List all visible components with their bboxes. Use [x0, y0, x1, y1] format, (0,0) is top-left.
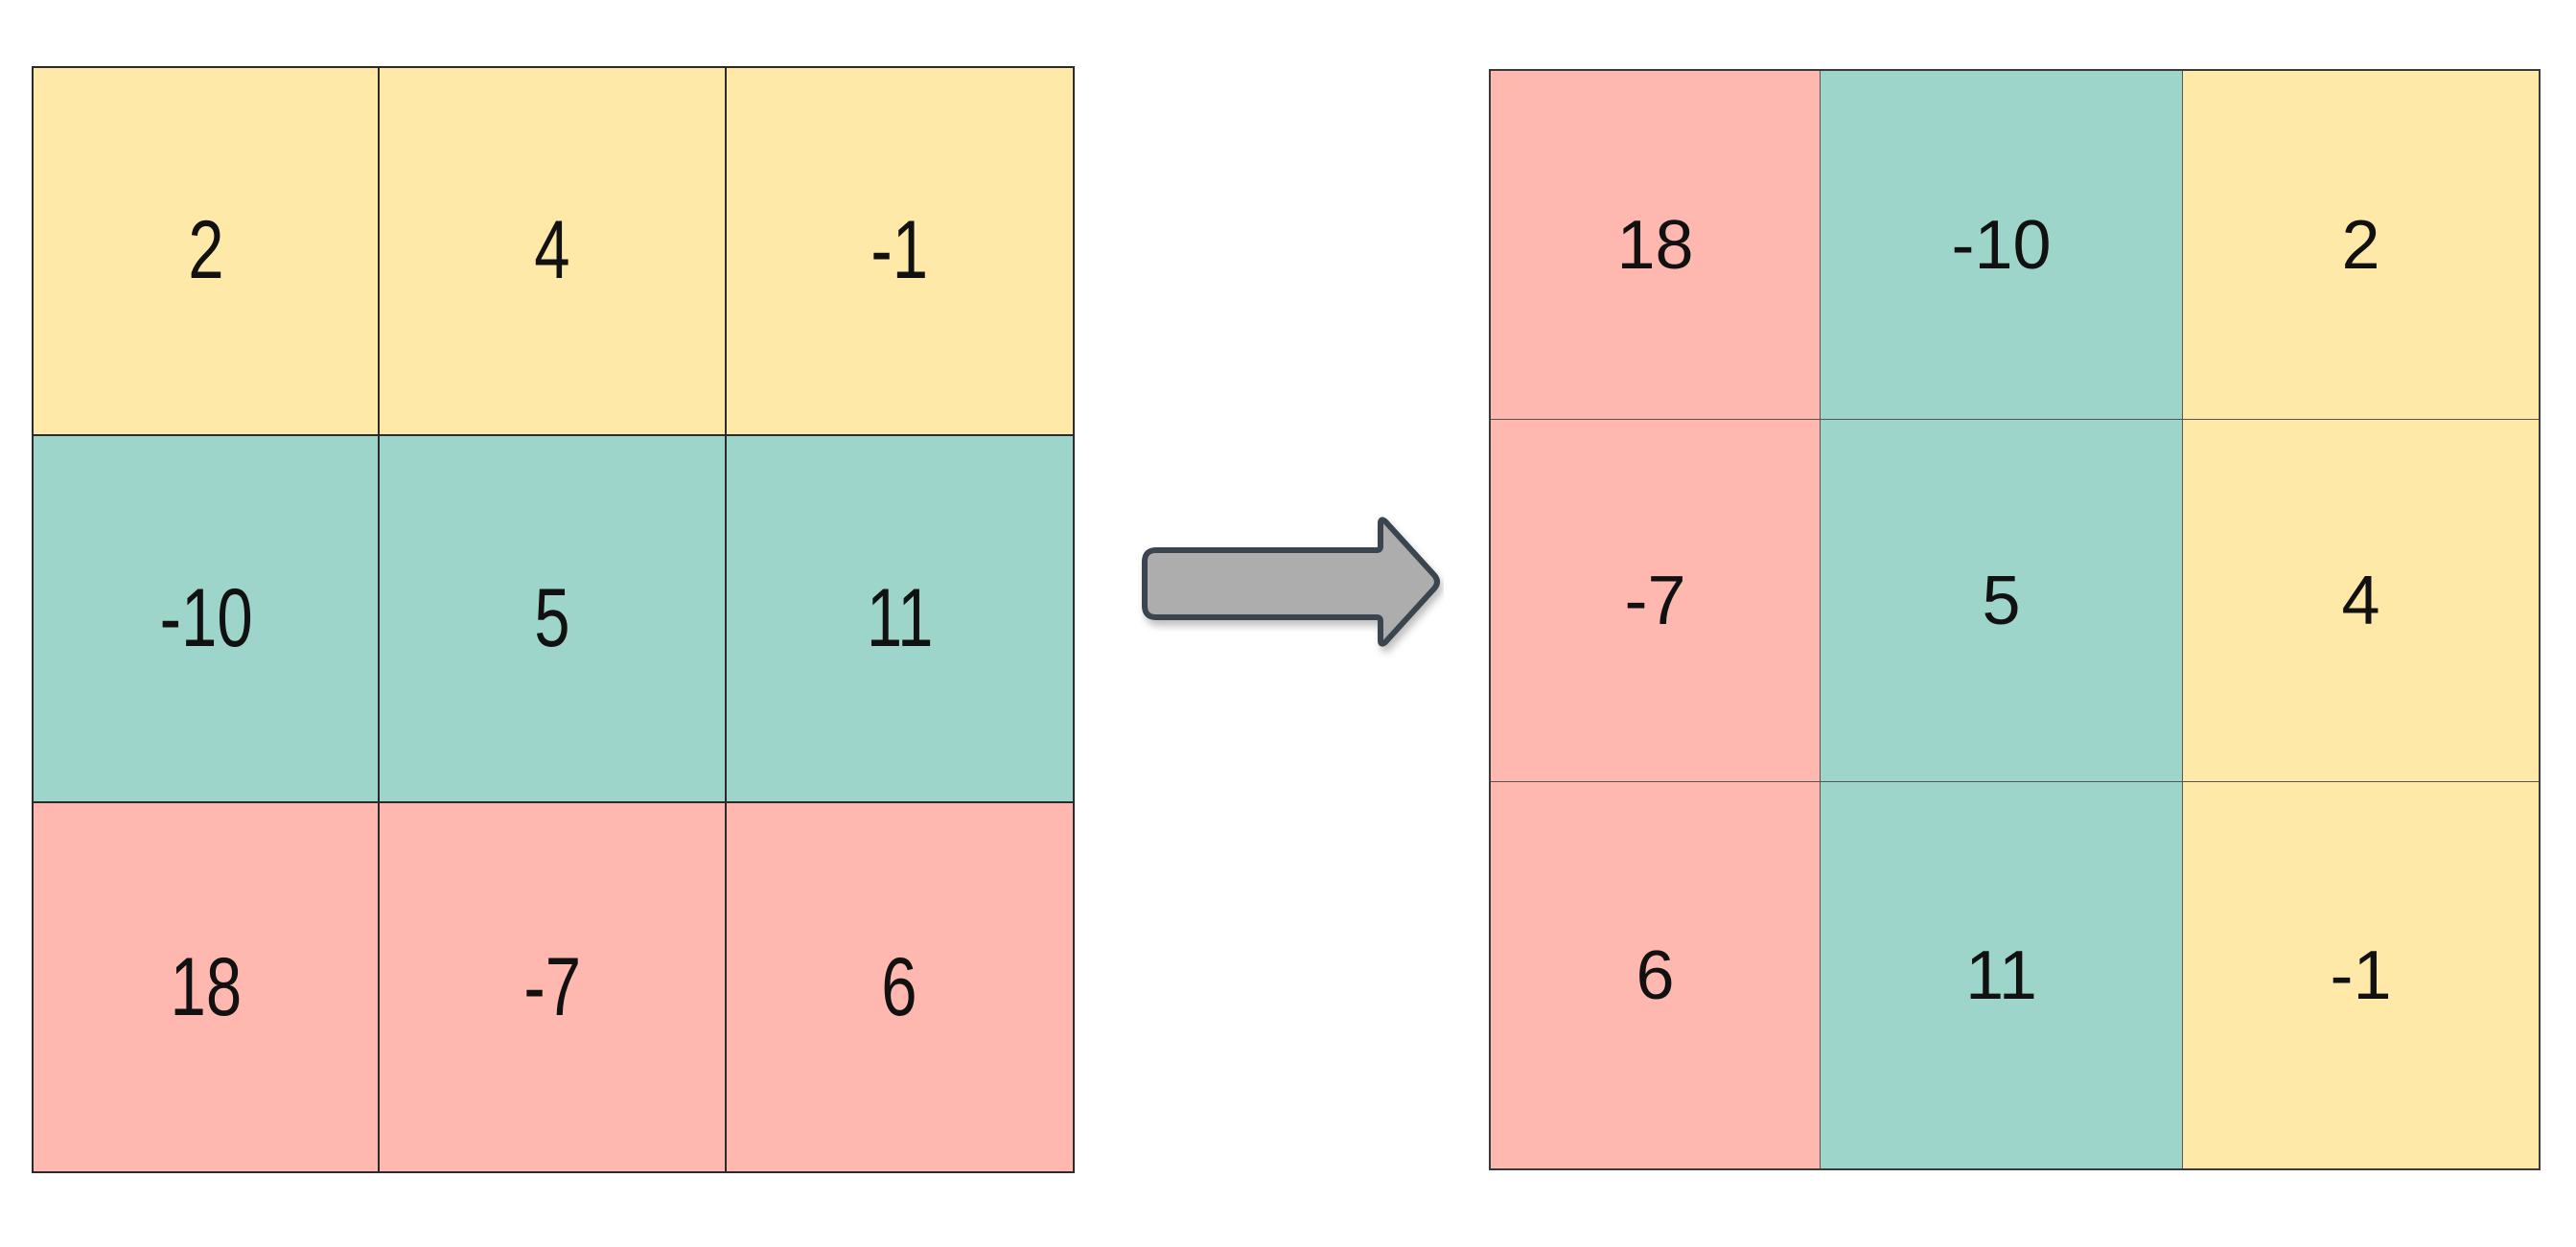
matrix-cell: 18 [1491, 71, 1821, 420]
matrix-cell: -1 [726, 68, 1073, 436]
cell-value: 2 [187, 204, 224, 297]
matrix-cell: 4 [380, 68, 727, 436]
cell-value: -1 [870, 204, 929, 297]
right-arrow-icon [1142, 517, 1440, 647]
cell-value: -1 [2330, 936, 2392, 1014]
cell-value: 5 [1982, 562, 2021, 639]
cell-value: 4 [2341, 562, 2380, 639]
matrix-cell: -7 [380, 803, 727, 1171]
matrix-cell: -10 [34, 435, 381, 804]
matrix-cell: 2 [34, 68, 381, 436]
matrix-cell: 18 [34, 803, 381, 1171]
cell-value: 2 [2341, 206, 2380, 284]
cell-value: 11 [1965, 936, 2037, 1014]
matrix-cell: -7 [1491, 420, 1821, 782]
matrix-cell: 5 [1821, 420, 2183, 782]
cell-value: -7 [1624, 562, 1686, 639]
cell-value: -10 [1951, 206, 2052, 284]
original-matrix: 2 4 -1 -10 5 11 18 -7 6 [32, 66, 1075, 1173]
cell-value: 18 [1616, 206, 1694, 284]
matrix-cell: 11 [1821, 782, 2183, 1168]
cell-value: 4 [534, 204, 570, 297]
matrix-cell: 5 [380, 435, 727, 804]
cell-value: 5 [534, 571, 570, 664]
transformed-matrix: 18 -10 2 -7 5 4 6 11 -1 [1489, 69, 2541, 1170]
matrix-cell: 4 [2183, 420, 2539, 782]
cell-value: 6 [1636, 936, 1675, 1014]
matrix-cell: -10 [1821, 71, 2183, 420]
cell-value: 6 [881, 940, 917, 1033]
cell-value: -10 [159, 571, 253, 664]
cell-value: 18 [170, 940, 242, 1033]
matrix-cell: 6 [726, 803, 1073, 1171]
matrix-cell: 2 [2183, 71, 2539, 420]
cell-value: -7 [523, 940, 581, 1033]
cell-value: 11 [866, 571, 934, 664]
matrix-cell: 11 [726, 435, 1073, 804]
matrix-cell: 6 [1491, 782, 1821, 1168]
matrix-cell: -1 [2183, 782, 2539, 1168]
